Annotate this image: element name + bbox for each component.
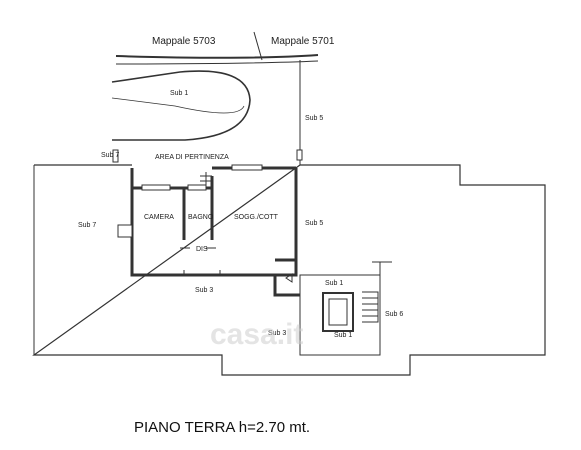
room-label-dis: DIS [196, 246, 208, 253]
sub-label-1-top: Sub 1 [170, 90, 189, 97]
building-outline [32, 164, 546, 376]
lift-shaft [322, 292, 354, 332]
road-edge-top [115, 54, 319, 59]
sub-label-5-mid: Sub 5 [305, 220, 324, 227]
room-label-camera: CAMERA [144, 214, 174, 221]
window-sogg [231, 164, 263, 171]
parcel-label-right: Mappale 5701 [271, 36, 335, 47]
lower-wall [273, 258, 300, 297]
stair-block [299, 274, 381, 356]
floor-title: PIANO TERRA h=2.70 mt. [134, 419, 311, 436]
window-camera [141, 184, 171, 191]
stairs [362, 291, 379, 323]
entry-detail [200, 172, 212, 186]
sub-label-5-top: Sub 5 [305, 115, 324, 122]
window-bagno [187, 184, 207, 191]
parcel-divider [253, 31, 263, 61]
driveway-curve-outer [111, 70, 251, 141]
road-edge-bottom [115, 60, 319, 65]
room-label-area: AREA DI PERTINENZA [155, 154, 229, 161]
watermark: casa.it [210, 318, 304, 351]
stair-right-edge [372, 261, 392, 355]
post-right [296, 149, 303, 161]
entrance-arrow [285, 273, 293, 283]
sub-label-7-top: Sub 7 [101, 152, 120, 159]
room-label-bagno: BAGNO [188, 214, 214, 221]
sub-label-1-lift: Sub 1 [334, 332, 353, 339]
post-left [112, 149, 119, 163]
dis-marks [180, 247, 221, 275]
room-label-sogg: SOGG./COTT [234, 214, 278, 221]
parcel-label-left: Mappale 5703 [152, 36, 216, 47]
sub-label-3-bottom: Sub 3 [268, 330, 287, 337]
sub-label-1-stair: Sub 1 [325, 280, 344, 287]
sub-label-3-mid: Sub 3 [195, 287, 214, 294]
sub-label-6: Sub 6 [385, 311, 404, 318]
sub-label-7-left: Sub 7 [78, 222, 97, 229]
apartment-top-wall [130, 168, 275, 277]
window-left [117, 224, 133, 238]
lift-car [328, 298, 348, 326]
driveway-curve-inner [111, 97, 245, 114]
